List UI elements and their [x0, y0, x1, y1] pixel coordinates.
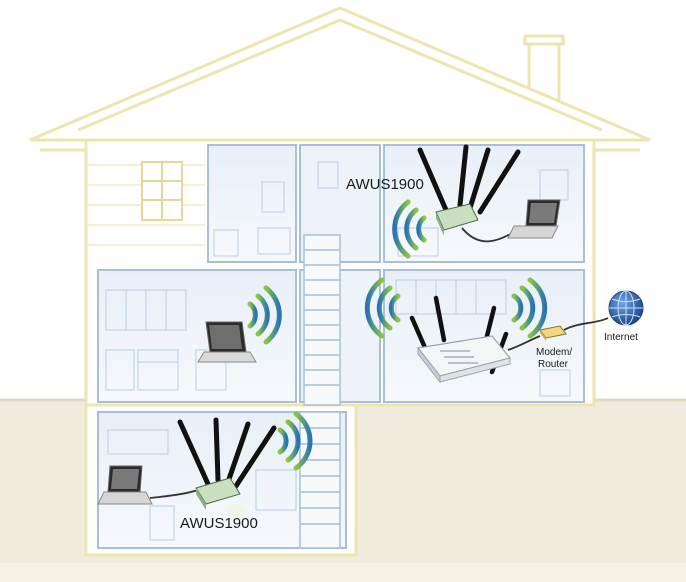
modem-label-line2: Router: [538, 359, 569, 370]
signal-waves-icon: [511, 277, 548, 339]
signal-waves-icon: [392, 199, 427, 259]
wifi-adapter-icon: [177, 417, 277, 516]
modem-label-line1: Modem/: [536, 347, 572, 358]
router-icon: [409, 295, 512, 384]
room-mid-left: [97, 269, 297, 403]
internet-label: Internet: [604, 332, 638, 343]
furniture-sketches: [105, 161, 571, 541]
room-top-left: [207, 144, 297, 263]
staircase: [299, 234, 341, 549]
signal-waves-icon: [247, 285, 282, 345]
device-label-top: AWUS1900: [346, 176, 424, 193]
modem-icon: [539, 325, 567, 341]
house-window: [141, 161, 183, 221]
laptop-icon: [507, 199, 561, 239]
laptop-icon: [197, 321, 257, 363]
signal-waves-icon: [277, 411, 313, 471]
wifi-adapter-icon: [417, 144, 521, 236]
laptop-icon: [97, 465, 153, 505]
cable-router-modem: [507, 335, 541, 351]
cable-bottom: [149, 489, 199, 499]
globe-icon: [608, 290, 644, 326]
signal-waves-icon: [364, 277, 401, 339]
device-label-bottom: AWUS1900: [180, 515, 258, 532]
cable-modem-internet: [563, 317, 609, 331]
